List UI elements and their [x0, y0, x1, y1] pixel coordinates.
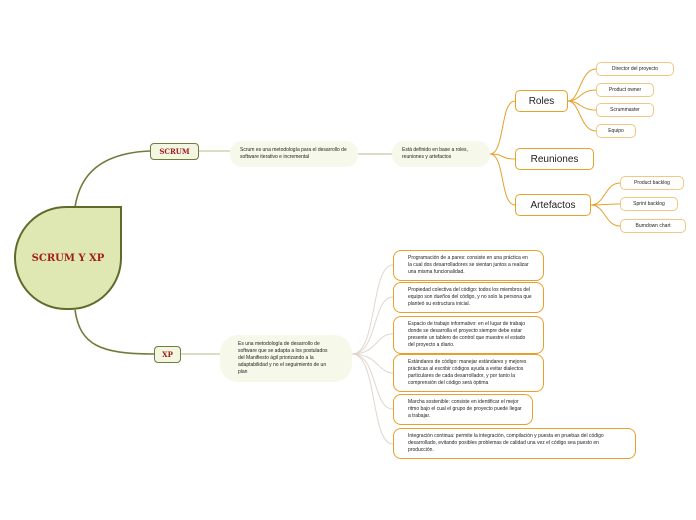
xp-practice[interactable]: Propiedad colectiva del código: todos lo… [393, 282, 544, 313]
artifact-item[interactable]: Burndown chart [620, 219, 686, 233]
xp-practice[interactable]: Marcha sostenible: consiste en identific… [393, 394, 533, 425]
role-item[interactable]: Equipo [596, 124, 636, 138]
xp-practice[interactable]: Espacio de trabajo informativo: en el lu… [393, 316, 544, 354]
scrum-description[interactable]: Scrum es una metodología para el desarro… [230, 141, 358, 167]
xp-practice[interactable]: Integración continua: permite la integra… [393, 428, 636, 459]
category-artefactos[interactable]: Artefactos [515, 194, 591, 216]
root-label: SCRUM Y XP [31, 252, 105, 264]
artifact-item[interactable]: Product backlog [620, 176, 684, 190]
scrum-definition[interactable]: Está definido en base a roles, reuniones… [392, 141, 490, 167]
role-item[interactable]: Product owner [596, 83, 654, 97]
xp-topic[interactable]: XP [154, 346, 181, 363]
xp-practice[interactable]: Estándares de código: manejar estándares… [393, 354, 544, 392]
xp-description[interactable]: Es una metodología de desarrollo de soft… [220, 335, 352, 382]
role-item[interactable]: Scrummaster [596, 103, 654, 117]
category-reuniones[interactable]: Reuniones [515, 148, 594, 170]
xp-label: XP [162, 350, 173, 359]
root-topic[interactable]: SCRUM Y XP [14, 206, 122, 310]
role-item[interactable]: Director del proyecto [596, 62, 674, 76]
xp-practice[interactable]: Programación de a pares: consiste en una… [393, 250, 544, 281]
scrum-label: SCRUM [159, 147, 190, 156]
artifact-item[interactable]: Sprint backlog [620, 197, 678, 211]
category-roles[interactable]: Roles [515, 90, 568, 112]
scrum-topic[interactable]: SCRUM [150, 143, 199, 160]
